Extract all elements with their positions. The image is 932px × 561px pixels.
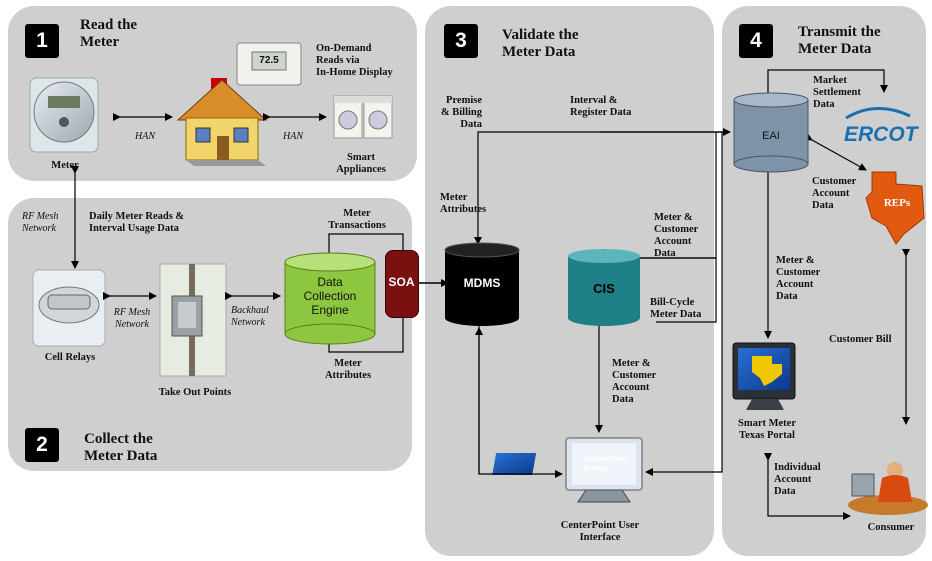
smt-portal-label: Smart Meter Texas Portal [737,418,796,441]
step-number-1: 1 [25,24,59,58]
bill-cycle-label: Bill-Cycle Meter Data [650,297,702,320]
cis-cylinder [568,249,640,326]
mc-account-ui-label: Meter & Customer Account Data [612,358,657,405]
rf-mesh-label-mid: RF Mesh Network [113,307,151,330]
step-number-2: 2 [25,428,59,462]
take-out-label: Take Out Points [158,387,232,398]
eai-cylinder [733,92,809,173]
house-image [176,78,268,166]
mdms-cylinder [444,242,520,326]
step-number-4: 4 [739,24,773,58]
reps-logo [865,171,925,245]
meter-attributes-low-label: Meter Attributes [324,358,372,381]
cnp-screen-text: CenterPoint Energy [584,454,627,472]
step-number-3: 3 [444,24,478,58]
mc-account-cis-label: Meter & Customer Account Data [654,212,699,259]
svg-text:ERCOT: ERCOT [844,123,920,146]
meter-image [29,77,99,153]
meter-transactions-label: Meter Transactions [328,208,386,231]
step-title-4: Transmit the Meter Data [798,24,881,57]
thermostat-image [236,42,302,86]
cell-relay-image [32,269,106,347]
daily-reads-label: Daily Meter Reads & Interval Usage Data [89,211,185,234]
step-title-2: Collect the Meter Data [84,431,158,464]
consumer-image [848,462,928,515]
mc-account-portal-label: Meter & Customer Account Data [776,255,821,302]
rf-mesh-label-top: RF Mesh Network [22,211,59,234]
han-label-right: HAN [283,131,303,142]
smart-appliances-label: Smart Appliances [336,152,386,175]
soa-label: SOA [388,275,415,289]
centerpoint-monitor-image [492,437,643,503]
smart-appliances-image [333,95,393,139]
eai-label: EAI [762,130,780,142]
cis-label: CIS [593,281,615,296]
thermostat-display: 72.5 [259,55,279,66]
market-settlement-label: Market Settlement Data [813,75,861,110]
meter-attributes-mid-label: Meter Attributes [440,192,487,215]
ercot-logo: ERCOT [844,106,920,146]
mdms-label: MDMS [463,276,501,290]
dce-cylinder [284,252,376,345]
individual-account-label: Individual Account Data [774,462,821,497]
centerpoint-ui-label: CenterPoint User Interface [560,520,640,543]
dce-label: Data Collection Engine [303,275,357,317]
reps-label: REPs [883,197,911,209]
cell-relays-label: Cell Relays [44,352,96,363]
interval-register-label: Interval & Register Data [570,95,632,118]
premise-billing-label: Premise & Billing Data [440,95,482,130]
on-demand-label: On-Demand Reads via In-Home Display [316,43,393,78]
take-out-point-image [159,263,227,377]
consumer-label: Consumer [867,522,915,533]
meter-label: Meter [51,160,79,171]
step-title-3: Validate the Meter Data [502,27,579,60]
step-title-1: Read the Meter [80,17,138,50]
soa-box [385,250,419,318]
backhaul-label: Backhaul Network [231,305,269,328]
customer-account-label: Customer Account Data [812,176,857,211]
customer-bill-label: Customer Bill [829,334,892,345]
han-label-left: HAN [135,131,155,142]
texas-portal-monitor-image [732,342,796,410]
